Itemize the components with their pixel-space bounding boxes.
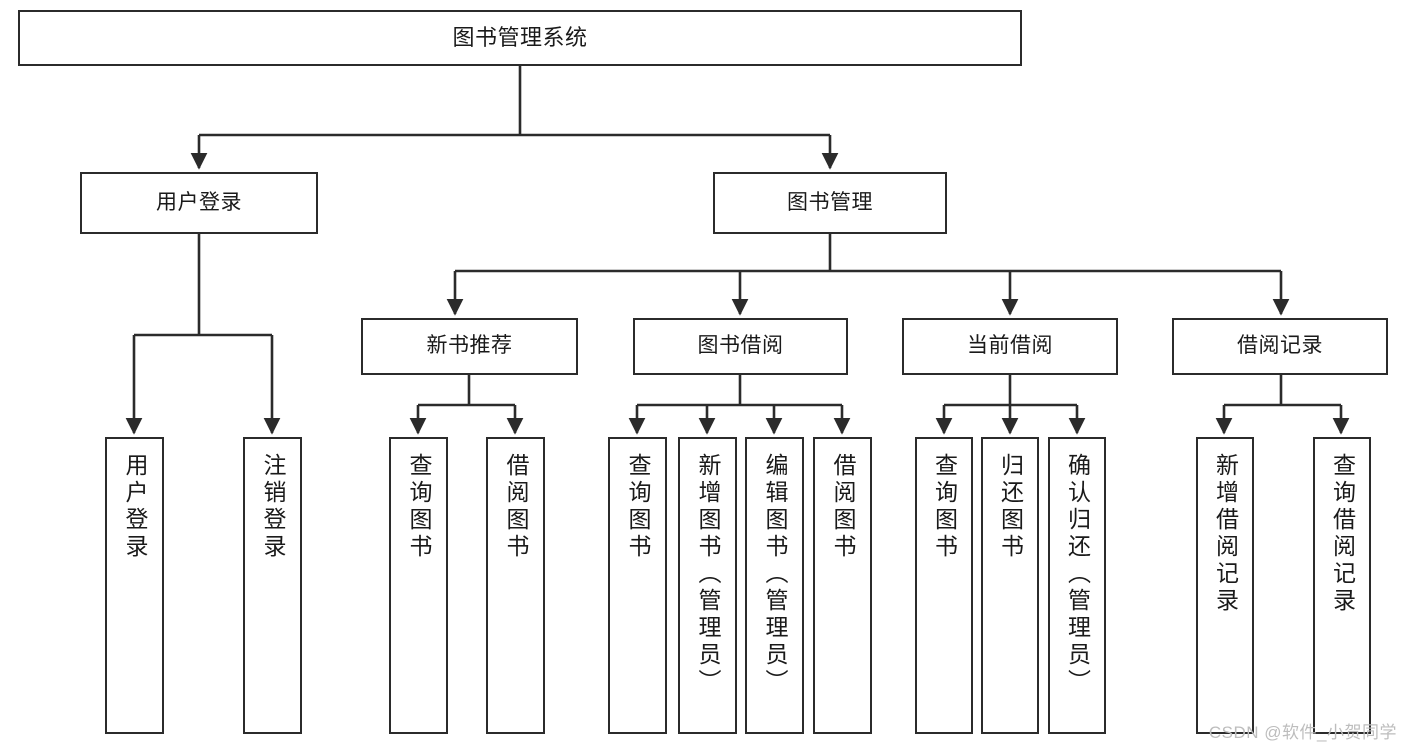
node-leaf-edit-book-label: 编辑图书（管理员） [762, 453, 788, 696]
node-current-borrow[interactable]: 当前借阅 [902, 318, 1118, 375]
node-root-label: 图书管理系统 [452, 25, 588, 51]
node-leaf-query-book-1[interactable]: 查询图书 [389, 437, 448, 734]
node-leaf-borrow-book-1-label: 借阅图书 [503, 453, 529, 561]
watermark-text: CSDN @软件_小贺同学 [1208, 723, 1397, 742]
node-leaf-query-record[interactable]: 查询借阅记录 [1313, 437, 1371, 734]
node-leaf-borrow-book-2-label: 借阅图书 [830, 453, 856, 561]
node-leaf-confirm-return[interactable]: 确认归还（管理员） [1048, 437, 1106, 734]
node-leaf-borrow-book-2[interactable]: 借阅图书 [813, 437, 872, 734]
node-book-manage[interactable]: 图书管理 [713, 172, 947, 234]
node-leaf-add-book[interactable]: 新增图书（管理员） [678, 437, 737, 734]
node-leaf-edit-book[interactable]: 编辑图书（管理员） [745, 437, 804, 734]
node-leaf-query-book-1-label: 查询图书 [406, 453, 432, 561]
node-leaf-user-login[interactable]: 用户登录 [105, 437, 164, 734]
node-leaf-query-book-3[interactable]: 查询图书 [915, 437, 973, 734]
node-new-book-recommend-label: 新书推荐 [426, 334, 513, 358]
node-book-manage-label: 图书管理 [787, 190, 873, 214]
node-leaf-logout-login[interactable]: 注销登录 [243, 437, 302, 734]
node-leaf-add-record[interactable]: 新增借阅记录 [1196, 437, 1254, 734]
node-borrow-record[interactable]: 借阅记录 [1172, 318, 1388, 375]
node-leaf-confirm-return-label: 确认归还（管理员） [1064, 453, 1091, 696]
node-borrow-record-label: 借阅记录 [1237, 334, 1323, 358]
node-user-login[interactable]: 用户登录 [80, 172, 318, 234]
node-leaf-user-login-label: 用户登录 [122, 453, 148, 561]
node-leaf-logout-login-label: 注销登录 [260, 453, 286, 561]
node-root[interactable]: 图书管理系统 [18, 10, 1022, 66]
node-user-login-label: 用户登录 [156, 190, 242, 214]
node-leaf-query-record-label: 查询借阅记录 [1329, 453, 1356, 615]
node-leaf-borrow-book-1[interactable]: 借阅图书 [486, 437, 545, 734]
node-leaf-query-book-3-label: 查询图书 [931, 453, 958, 561]
node-book-borrow-label: 图书借阅 [697, 334, 784, 358]
node-leaf-return-book[interactable]: 归还图书 [981, 437, 1039, 734]
node-new-book-recommend[interactable]: 新书推荐 [361, 318, 578, 375]
node-leaf-query-book-2[interactable]: 查询图书 [608, 437, 667, 734]
node-leaf-query-book-2-label: 查询图书 [625, 453, 651, 561]
node-leaf-return-book-label: 归还图书 [997, 453, 1024, 561]
node-leaf-add-record-label: 新增借阅记录 [1212, 453, 1239, 615]
node-book-borrow[interactable]: 图书借阅 [633, 318, 848, 375]
node-current-borrow-label: 当前借阅 [967, 334, 1053, 358]
node-leaf-add-book-label: 新增图书（管理员） [695, 453, 721, 696]
